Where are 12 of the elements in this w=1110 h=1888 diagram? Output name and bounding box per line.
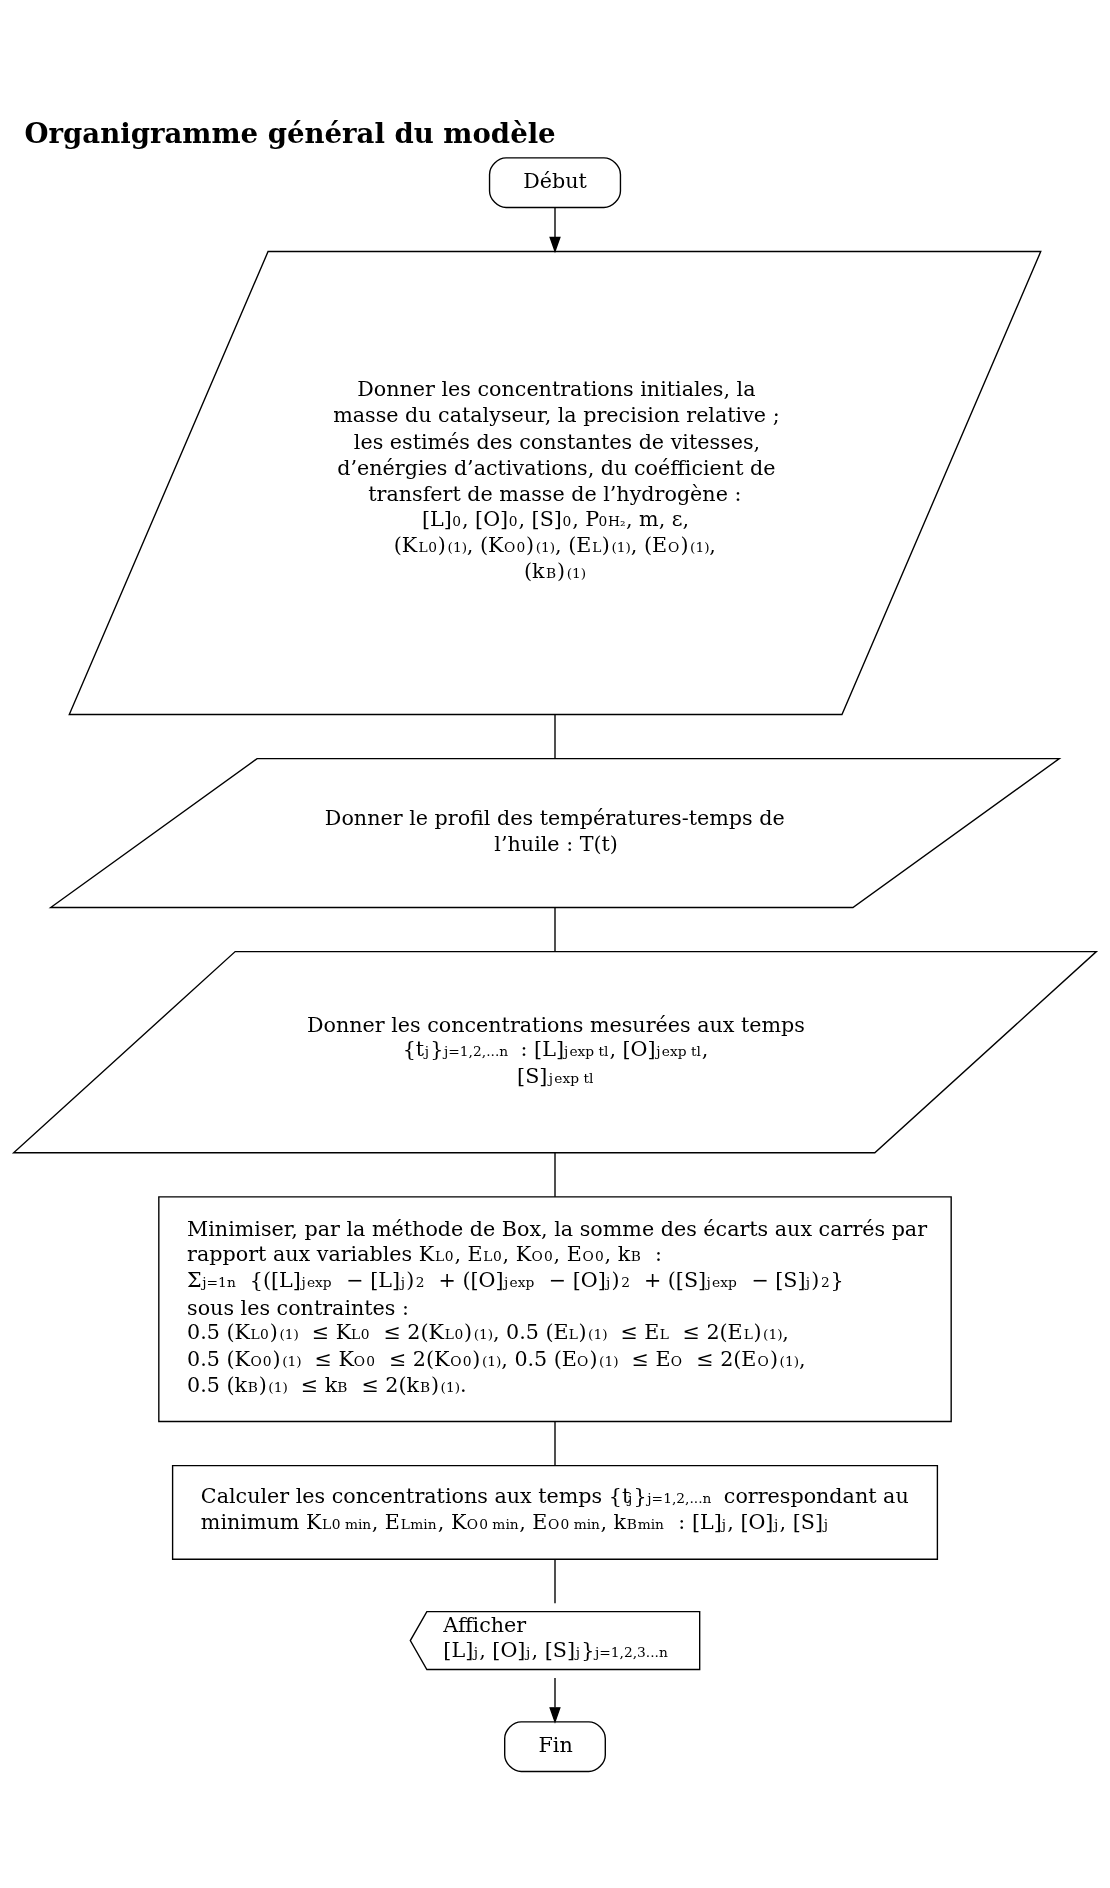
connector: [554, 1558, 556, 1604]
connector: [554, 713, 556, 759]
node-box: Minimiser, par la méthode de Box, la somme des écarts aux carrés par rapport aux variables KL0, EL0, KO0, EO0, kB : Σj=1n {([L]jexp − [L]j)2 + ([O]jexp − [O]j)2 + ([S]jexp − [S]j)2} sous les contraintes : 0.5 (KL0)(1) ≤ KL0 ≤ 2(KL0)(1), 0.5 (EL)(1) ≤ EL ≤ 2(EL)(1), 0.5 (KO0)(1) ≤ KO0 ≤ 2(KO0)(1), 0.5 (EO)(1) ≤ EO ≤ 2(EO)(1), 0.5 (kB)(1) ≤ kB ≤ 2(kB)(1).: [158, 1196, 952, 1423]
arrow: [549, 1677, 561, 1724]
arrow: [549, 207, 561, 254]
diagram-title: Organigramme général du modèle: [24, 116, 556, 149]
connector: [554, 907, 556, 953]
connector: [554, 1152, 556, 1198]
node-box: Calculer les concentrations aux temps {tj}j=1,2,...n correspondant au minimum KL0 min, ELmin, KO0 min, EO0 min, kBmin : [L]j, [O]j, [S]j: [171, 1464, 939, 1560]
node-box: Fin: [504, 1721, 606, 1773]
connector: [554, 1421, 556, 1467]
node-box: Début: [488, 157, 622, 209]
